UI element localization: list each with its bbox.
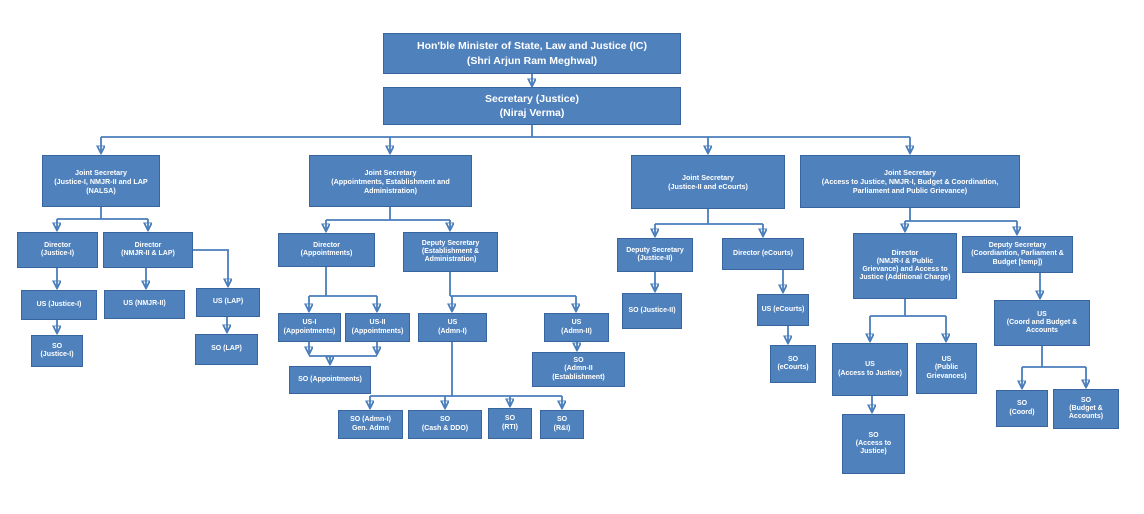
- us-nmjr2-box: US (NMJR-II): [104, 290, 185, 319]
- us-admn2-box: US (Admn-II): [544, 313, 609, 342]
- so-cash-ddo-box: SO (Cash & DDO): [408, 410, 482, 439]
- so-appointments-box: SO (Appointments): [289, 366, 371, 394]
- us-lap-box: US (LAP): [196, 288, 260, 317]
- so-lap-box: SO (LAP): [195, 334, 258, 365]
- deputy-secretary-establishment-box: Deputy Secretary (Establishment & Admini…: [403, 232, 498, 272]
- director-nmjr2-lap-box: Director (NMJR-II & LAP): [103, 232, 193, 268]
- director-nmjr1-public-grievance-box: Director (NMJR-I & Public Grievance) and…: [853, 233, 957, 299]
- secretary-box: Secretary (Justice) (Niraj Verma): [383, 87, 681, 125]
- director-ecourts-box: Director (eCourts): [722, 238, 804, 270]
- so-admn1-gen-admn-box: SO (Admn-I) Gen. Admn: [338, 410, 403, 439]
- us1-appointments-box: US-I (Appointments): [278, 313, 341, 342]
- so-justice1-box: SO (Justice-I): [31, 335, 83, 367]
- us-ecourts-box: US (eCourts): [757, 294, 809, 326]
- so-coord-box: SO (Coord): [996, 390, 1048, 427]
- js-justice2-ecourts-box: Joint Secretary (Justice-II and eCourts): [631, 155, 785, 209]
- us-admn1-box: US (Admn-I): [418, 313, 487, 342]
- so-ri-box: SO (R&I): [540, 410, 584, 439]
- so-admn2-establishment-box: SO (Admn-II (Establishment): [532, 352, 625, 387]
- minister-box: Hon'ble Minister of State, Law and Justi…: [383, 33, 681, 74]
- us-access-to-justice-box: US (Access to Justice): [832, 343, 908, 396]
- us2-appointments-box: US-II (Appointments): [345, 313, 410, 342]
- us-justice1-box: US (Justice-I): [21, 290, 97, 320]
- director-justice1-box: Director (Justice-I): [17, 232, 98, 268]
- deputy-secretary-justice2-box: Deputy Secretary (Justice-II): [617, 238, 693, 272]
- deputy-secretary-coordination-box: Deputy Secretary (Coordiantion, Parliame…: [962, 236, 1073, 273]
- js-justice1-nmjr2-lap-box: Joint Secretary (Justice-I, NMJR-II and …: [42, 155, 160, 207]
- director-appointments-box: Director (Appointments): [278, 233, 375, 267]
- us-coord-budget-accounts-box: US (Coord and Budget & Accounts: [994, 300, 1090, 346]
- so-ecourts-box: SO (eCourts): [770, 345, 816, 383]
- us-public-grievances-box: US (Public Grievances): [916, 343, 977, 394]
- js-access-to-justice-box: Joint Secretary (Access to Justice, NMJR…: [800, 155, 1020, 208]
- js-appointments-establishment-box: Joint Secretary (Appointments, Establish…: [309, 155, 472, 207]
- so-rti-box: SO (RTI): [488, 408, 532, 439]
- so-budget-accounts-box: SO (Budget & Accounts): [1053, 389, 1119, 429]
- so-justice2-box: SO (Justice-II): [622, 293, 682, 329]
- so-access-to-justice-box: SO (Access to Justice): [842, 414, 905, 474]
